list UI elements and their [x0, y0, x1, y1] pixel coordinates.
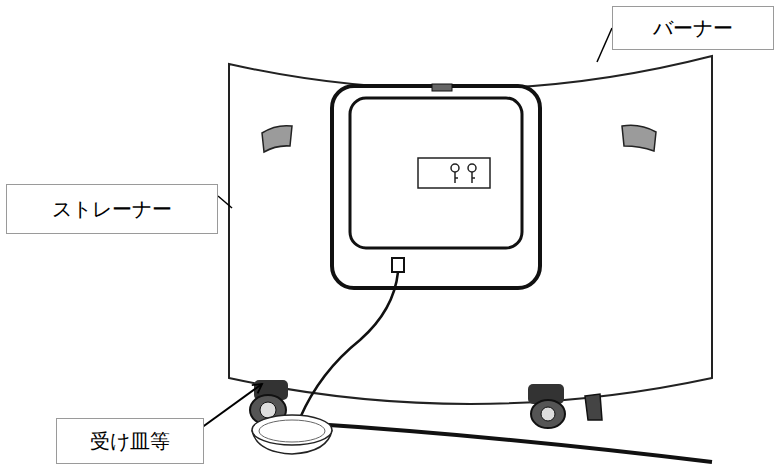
panel-tab — [432, 84, 452, 91]
caster-rear — [585, 394, 602, 420]
key-symbol — [451, 164, 476, 183]
part-label: ストレーナー — [52, 197, 172, 221]
hose-connector — [392, 258, 404, 272]
callout-box: バーナー — [612, 6, 774, 50]
control-panel — [350, 98, 522, 248]
display — [418, 158, 490, 188]
callout-box: 受け皿等 — [56, 418, 204, 464]
drain-hose — [300, 272, 398, 418]
left-handle — [262, 126, 292, 152]
power-cord — [300, 423, 712, 462]
tank-body — [229, 56, 712, 404]
leader-line — [597, 28, 612, 62]
caster-right — [528, 384, 565, 428]
part-label: バーナー — [653, 16, 733, 40]
drip-dish — [252, 415, 332, 454]
leader-line — [218, 196, 232, 208]
control-box — [332, 86, 540, 288]
callout-box: ストレーナー — [6, 184, 218, 234]
part-label: 受け皿等 — [90, 429, 170, 453]
right-handle — [622, 125, 656, 151]
